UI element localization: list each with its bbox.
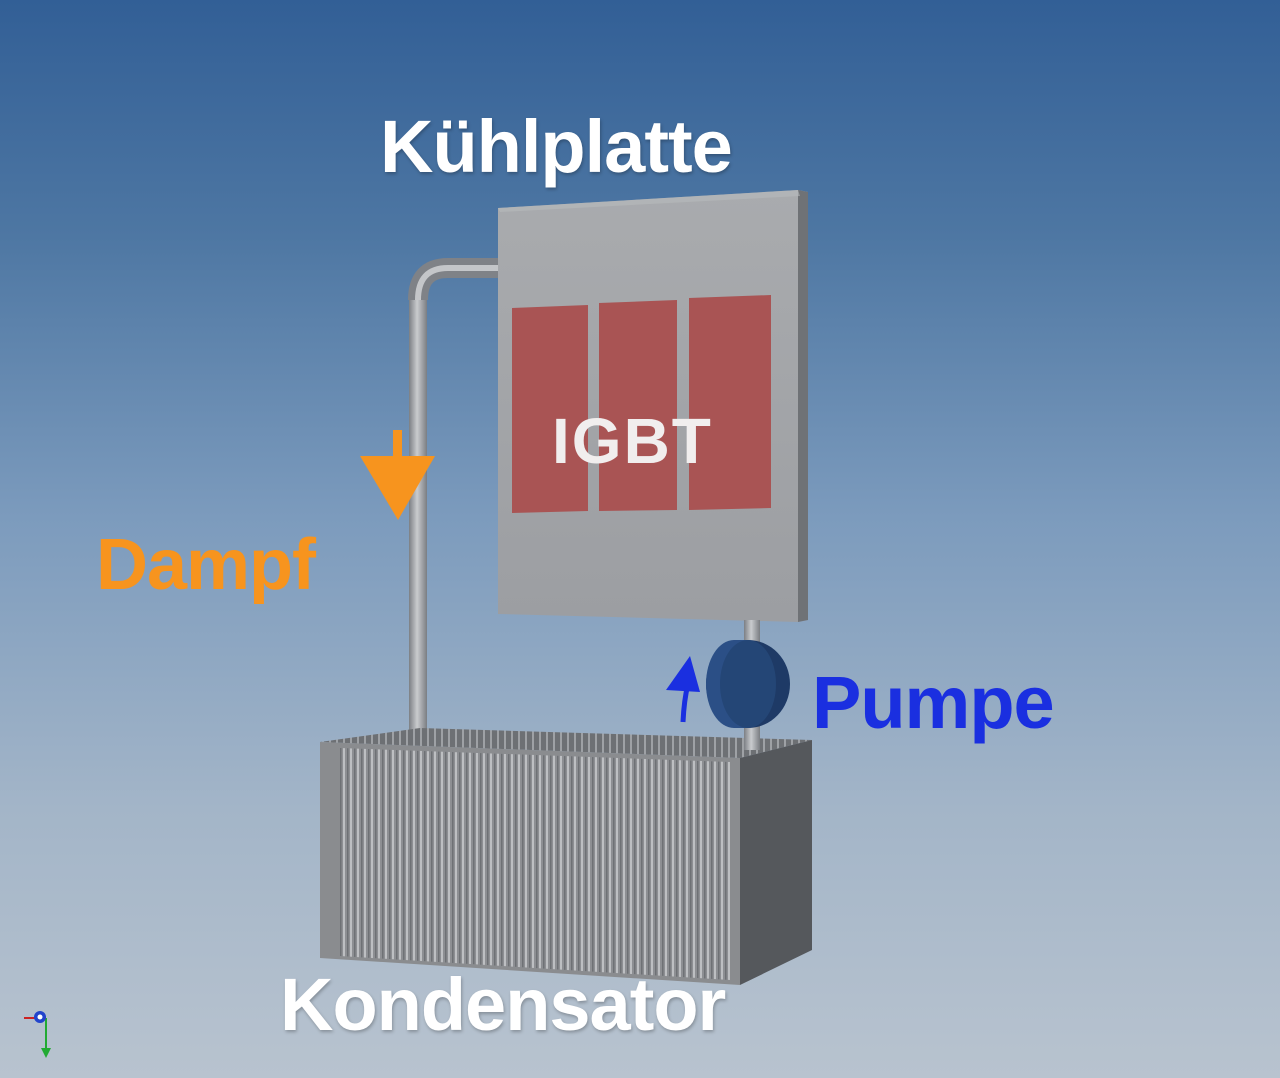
condenser <box>320 728 812 985</box>
condenser-side <box>740 740 812 985</box>
igbt-module-1 <box>512 305 588 513</box>
condenser-fins <box>340 748 730 980</box>
condenser-top <box>320 728 812 758</box>
axis-triad-icon <box>24 1011 51 1058</box>
arrow-up-icon <box>666 656 700 723</box>
igbt-modules <box>512 295 771 513</box>
pump <box>706 640 790 750</box>
pump-label: Pumpe <box>812 661 1055 744</box>
arrow-down-icon <box>360 430 435 520</box>
igbt-module-3 <box>689 295 771 510</box>
steam-pipe <box>408 258 500 732</box>
cooling-plate-label: Kühlplatte <box>380 105 733 188</box>
steam-label: Dampf <box>96 525 316 605</box>
condenser-label: Kondensator <box>280 963 726 1046</box>
igbt-label: IGBT <box>552 405 713 477</box>
igbt-module-2 <box>599 300 677 511</box>
